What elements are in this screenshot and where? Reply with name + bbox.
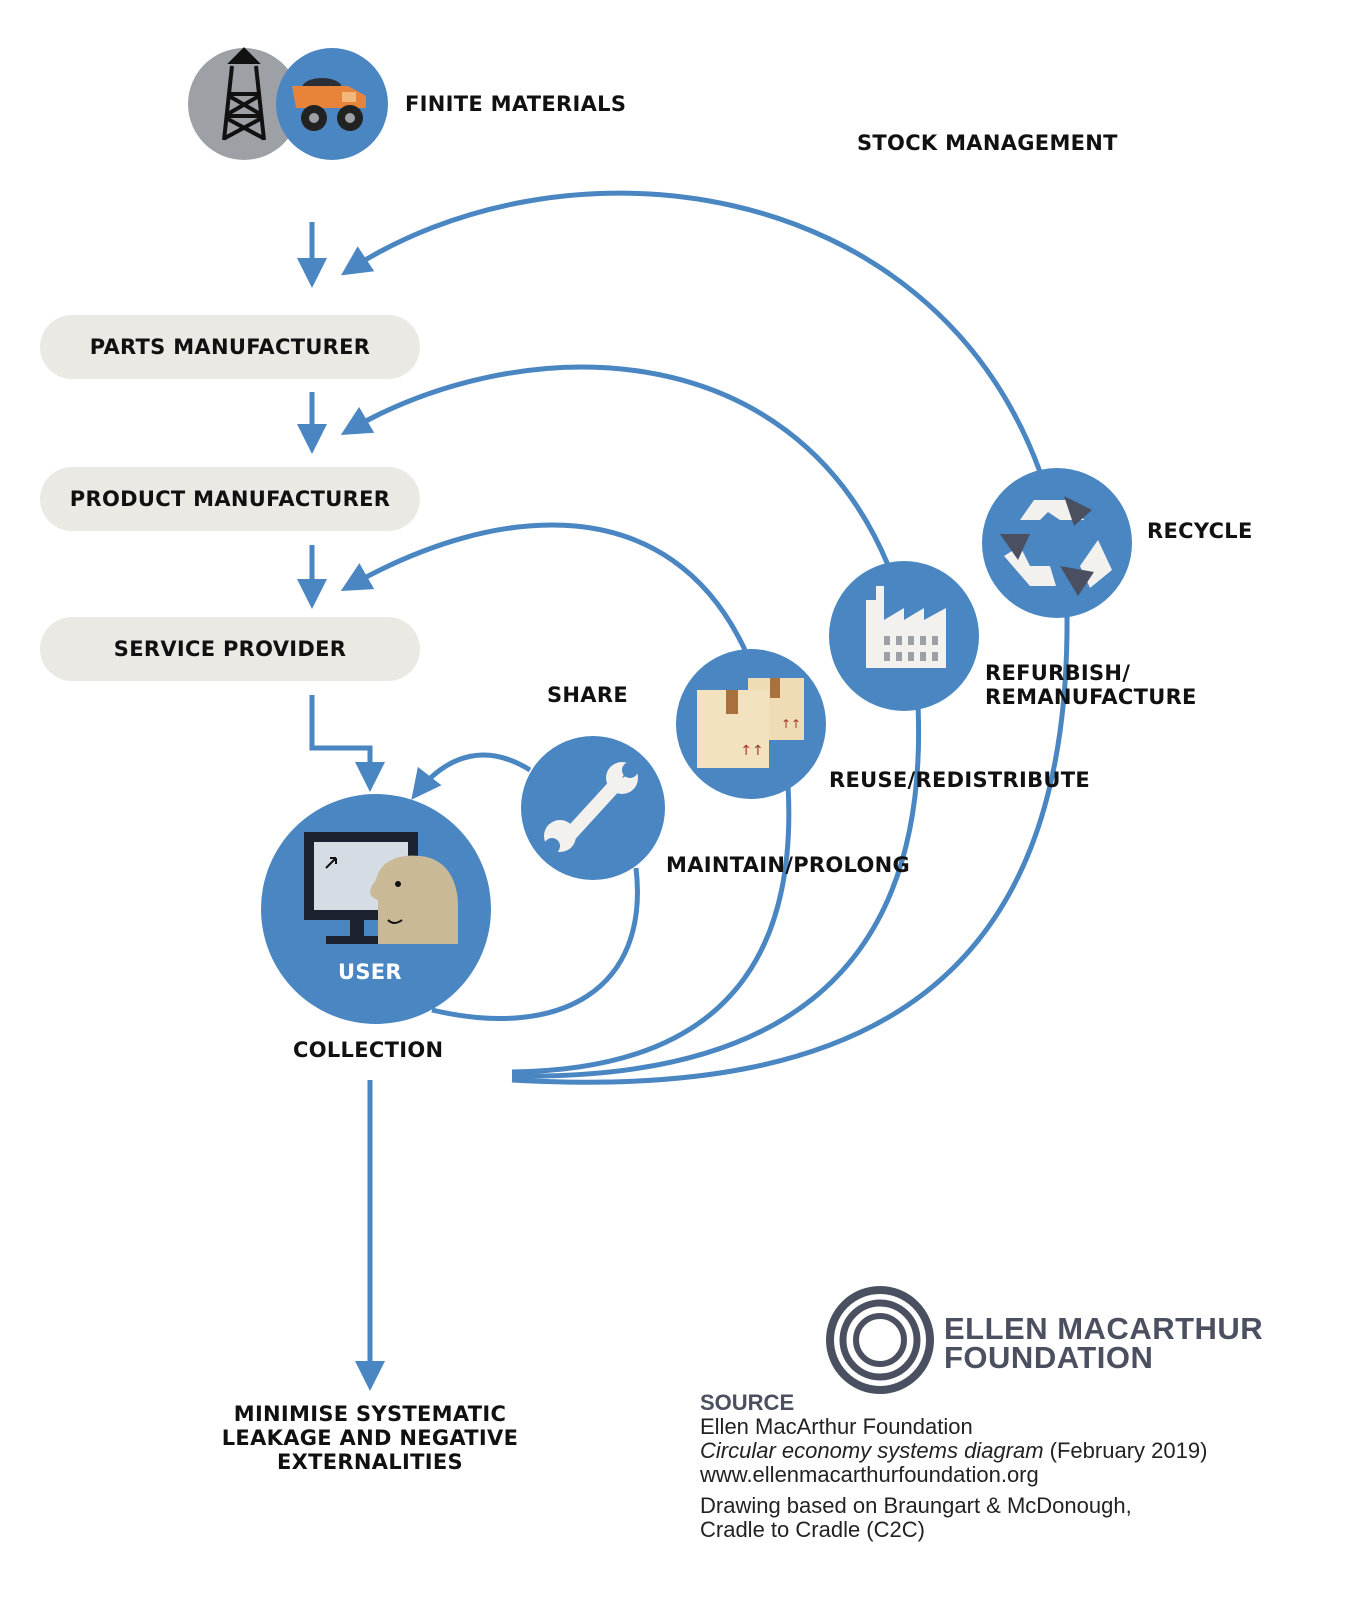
source-url[interactable]: www.ellenmacarthurfoundation.org (700, 1462, 1039, 1487)
source-date: (February 2019) (1049, 1438, 1208, 1463)
foundation-name: ELLEN MACARTHUR FOUNDATION (944, 1311, 1264, 1375)
finite-materials-label: FINITE MATERIALS (405, 92, 627, 116)
product-manufacturer-label: PRODUCT MANUFACTURER (69, 487, 391, 511)
refurbish-line2: REMANUFACTURE (985, 685, 1197, 709)
source-org: Ellen MacArthur Foundation (700, 1414, 973, 1439)
foundation-logo-icon (826, 1286, 934, 1394)
parts-manufacturer-label: PARTS MANUFACTURER (89, 335, 371, 359)
share-label: SHARE (547, 683, 628, 707)
source-title-line: Circular economy systems diagram (Februa… (700, 1439, 1207, 1463)
service-provider-node: SERVICE PROVIDER (40, 617, 420, 681)
service-provider-label: SERVICE PROVIDER (113, 637, 347, 661)
flow-arrows (297, 222, 385, 1391)
wrench-icon (521, 736, 665, 880)
oil-derrick-icon (188, 47, 300, 160)
leakage-line2: LEAKAGE AND NEGATIVE (221, 1426, 519, 1450)
refurbish-label: REFURBISH/ REMANUFACTURE (985, 661, 1197, 709)
user-label: USER (338, 960, 402, 984)
boxes-icon: ↑↑ ↑↑ (676, 649, 826, 799)
svg-text:↑↑: ↑↑ (781, 717, 801, 731)
recycle-label: RECYCLE (1147, 519, 1253, 543)
source-drawing-line1: Drawing based on Braungart & McDonough, (700, 1493, 1132, 1518)
source-drawing-line2: Cradle to Cradle (C2C) (700, 1517, 925, 1542)
foundation-name-line1: ELLEN MACARTHUR (944, 1311, 1264, 1346)
svg-text:↑↑: ↑↑ (740, 743, 763, 759)
collection-label: COLLECTION (293, 1038, 444, 1062)
mining-truck-icon (276, 48, 388, 160)
reuse-label: REUSE/REDISTRIBUTE (829, 768, 1091, 792)
factory-icon (829, 561, 979, 711)
recycle-icon (982, 468, 1132, 618)
source-title: Circular economy systems diagram (700, 1438, 1044, 1463)
return-loops (340, 190, 1043, 800)
product-manufacturer-node: PRODUCT MANUFACTURER (40, 467, 420, 531)
collection-loops (431, 614, 1070, 1085)
computer-user-icon (261, 794, 491, 1024)
leakage-line1: MINIMISE SYSTEMATIC (233, 1402, 507, 1426)
foundation-name-line2: FOUNDATION (944, 1340, 1154, 1375)
leakage-label: MINIMISE SYSTEMATIC LEAKAGE AND NEGATIVE… (205, 1402, 535, 1474)
refurbish-line1: REFURBISH/ (985, 661, 1131, 685)
stock-management-label: STOCK MANAGEMENT (857, 131, 1118, 155)
source-heading: SOURCE (700, 1390, 795, 1415)
leakage-line3: EXTERNALITIES (277, 1450, 463, 1474)
parts-manufacturer-node: PARTS MANUFACTURER (40, 315, 420, 379)
maintain-label: MAINTAIN/PROLONG (666, 853, 911, 877)
